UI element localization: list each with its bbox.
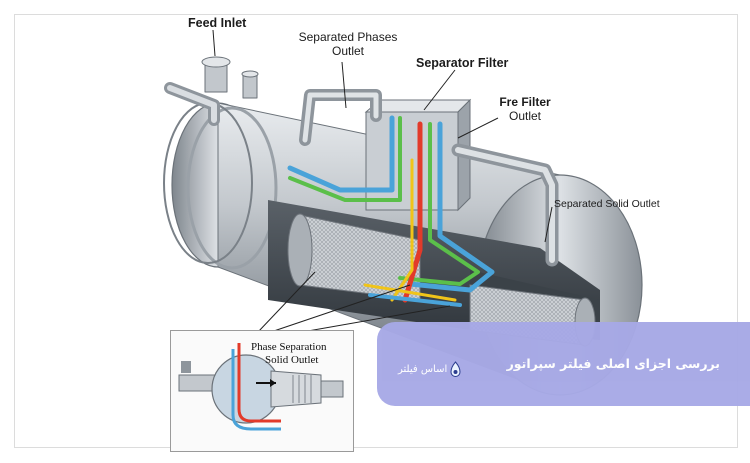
separator-filter-label: Separator Filter bbox=[416, 56, 509, 70]
pipework bbox=[164, 56, 559, 267]
filter-drop-icon bbox=[450, 361, 461, 377]
separated-phases-outlet-label: Separated Phases Outlet bbox=[294, 30, 402, 58]
feed-inlet-label: Feed Inlet bbox=[188, 16, 247, 30]
fre-filter-outlet-label: Fre Filter Outlet bbox=[490, 95, 560, 123]
inset-illustration bbox=[178, 343, 344, 431]
flow-channels bbox=[287, 115, 495, 307]
image-frame bbox=[14, 14, 738, 448]
title-banner: بررسی اجزای اصلی فیلتر سپراتور bbox=[377, 322, 750, 406]
phase-separation-label: Phase Separation bbox=[251, 341, 327, 353]
separated-phases-outlet-line1: Separated Phases bbox=[298, 30, 398, 44]
phase-separation-inset: Phase Separation Solid Outlet bbox=[170, 330, 354, 452]
brand-logo: اساس فیلتر bbox=[398, 361, 461, 378]
solid-outlet-label: Solid Outlet bbox=[265, 354, 319, 366]
logo-text: اساس فیلتر bbox=[398, 364, 448, 375]
separated-solid-outlet-label: Separated Solid Outlet bbox=[554, 198, 660, 210]
separated-phases-outlet-line2: Outlet bbox=[331, 44, 364, 58]
fre-filter-line2: Outlet bbox=[508, 109, 541, 123]
fre-filter-line1: Fre Filter bbox=[499, 95, 551, 109]
banner-title: بررسی اجزای اصلی فیلتر سپراتور bbox=[506, 356, 720, 371]
